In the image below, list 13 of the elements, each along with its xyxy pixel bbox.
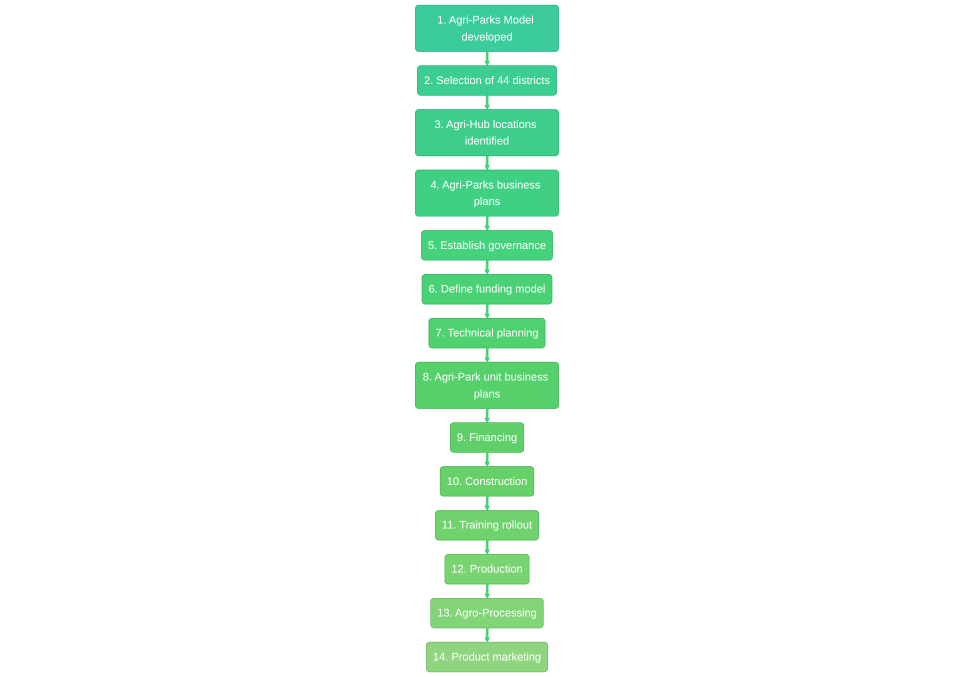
arrow (484, 260, 490, 276)
arrow (484, 452, 490, 468)
arrow (484, 52, 490, 66)
arrow (484, 496, 490, 512)
arrow (484, 628, 490, 643)
arrow (484, 95, 490, 110)
arrow (484, 156, 490, 171)
arrow (484, 216, 490, 232)
arrow (484, 348, 490, 363)
arrow (484, 540, 490, 555)
arrow (484, 304, 490, 319)
arrow (484, 584, 490, 599)
arrow (484, 408, 490, 424)
